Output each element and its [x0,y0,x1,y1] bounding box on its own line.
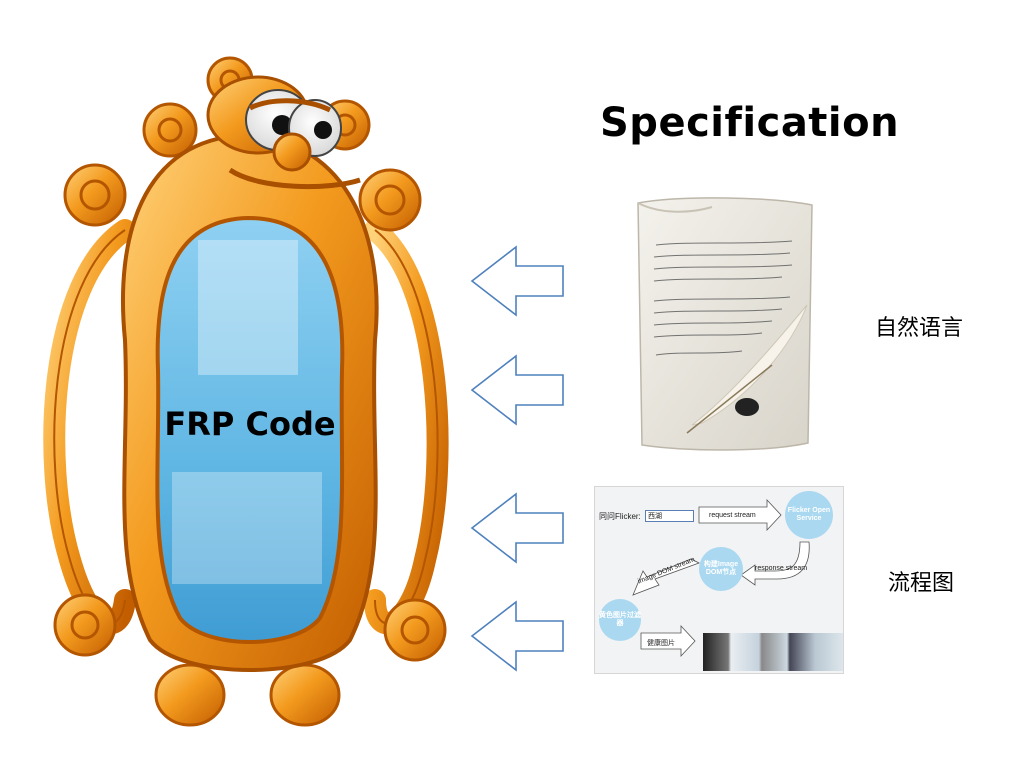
hollow-left-arrow-icon [470,354,566,426]
flowchart-flicker-service: Flicker Open Service [785,491,833,539]
flowchart-request-stream: request stream [709,512,756,519]
flowchart-healthy-images: 健康图片 [647,638,675,648]
flowchart-build-dom: 构建Image DOM节点 [699,547,743,591]
mirror-code-label: FRP Code [150,405,350,443]
hollow-left-arrow-icon [470,492,566,564]
page-title: Specification [600,100,899,146]
hollow-left-arrow-icon [470,245,566,317]
flowchart-label: 流程图 [888,565,954,597]
natural-language-label: 自然语言 [875,310,963,342]
flowchart-image: 同问Flicker: 西湖 request stream Flicker Ope… [594,486,844,674]
flowchart-response-stream: response stream [755,565,807,572]
scroll-quill-image [632,195,818,455]
mirror-character [30,40,460,755]
flowchart-thumbnail-strip [703,633,843,671]
hollow-left-arrow-icon [470,600,566,672]
flowchart-yellow-filter: 黄色图片过滤器 [599,599,641,641]
